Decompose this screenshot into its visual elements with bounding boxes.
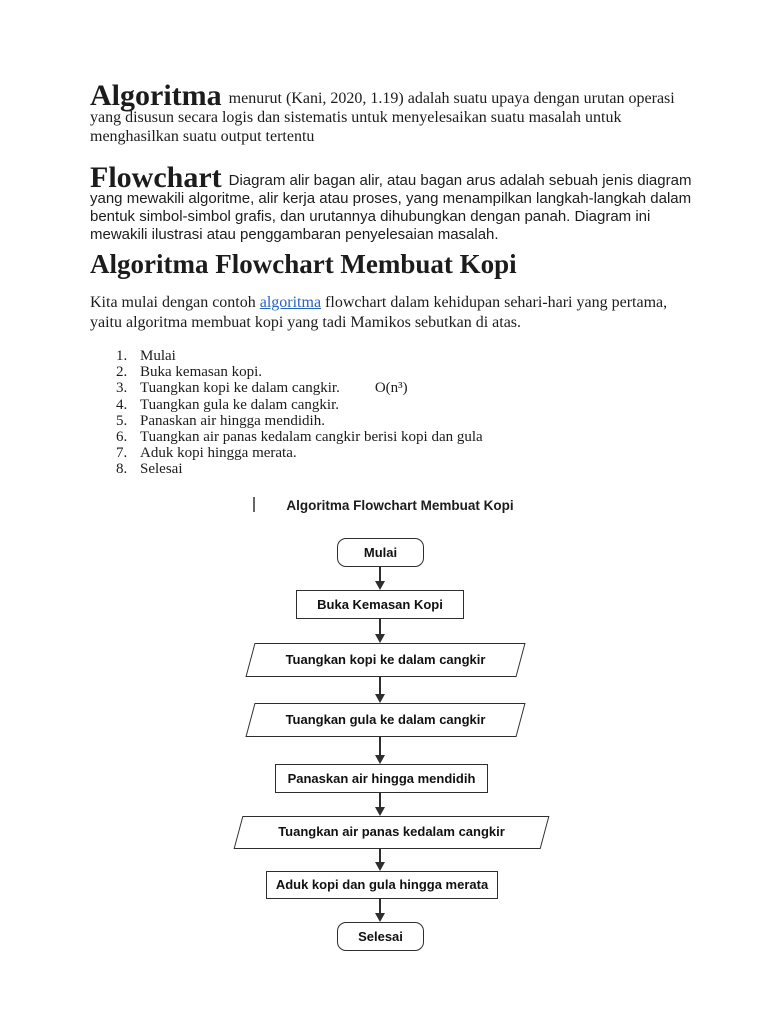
flowchart-title: Algoritma Flowchart Membuat Kopi [286,498,514,513]
node-label: Tuangkan kopi ke dalam cangkir [285,652,486,667]
flowchart-node-terminator-end: Selesai [337,922,424,951]
flowchart-node-process-aduk: Aduk kopi dan gula hingga merata [266,871,498,899]
node-label: Tuangkan air panas kedalam cangkir [278,824,505,839]
list-item: 4. Tuangkan gula ke dalam cangkir. [116,397,483,413]
intro-after-link: flowchart dalam kehidupan sehari-hari ya… [90,294,668,331]
arrow-down-icon [375,737,385,764]
step-number: 5. [116,412,128,429]
flowchart-node-terminator-start: Mulai [337,538,424,567]
node-label: Mulai [363,545,398,560]
heading-flowchart: Flowchart [90,161,222,194]
arrow-down-icon [375,677,385,703]
step-number: 3. [116,380,128,397]
step-number: 7. [116,445,128,462]
heading-algoritma: Algoritma [90,79,222,112]
list-item: 1. Mulai [116,348,483,364]
step-text: Tuangkan air panas kedalam cangkir beris… [140,429,483,446]
para-flowchart-text: Diagram alir bagan alir, atau bagan arus… [90,172,692,243]
list-item: 8. Selesai [116,461,483,477]
flowchart-node-process-panaskan: Panaskan air hingga mendidih [275,764,488,793]
arrow-down-icon [375,793,385,816]
intro-before-link: Kita mulai dengan contoh [90,294,260,311]
list-item: 2. Buka kemasan kopi. [116,364,483,380]
step-text: Panaskan air hingga mendidih. [140,412,325,429]
para-intro: Kita mulai dengan contoh algoritma flowc… [90,293,682,333]
step-text: Buka kemasan kopi. [140,364,263,381]
node-label: Selesai [358,929,403,944]
step-text: Tuangkan gula ke dalam cangkir. [140,396,339,413]
step-number: 2. [116,364,128,381]
step-number: 1. [116,348,128,364]
steps-list: 1. Mulai 2. Buka kemasan kopi. 3. Tuangkan … [116,348,483,478]
step-number: 6. [116,429,128,446]
arrow-down-icon [375,899,385,922]
node-label: Aduk kopi dan gula hingga merata [275,877,489,892]
section-heading-kopi: Algoritma Flowchart Membuat Kopi [90,249,517,279]
list-item: 5. Panaskan air hingga mendidih. [116,413,483,429]
arrow-down-icon [375,619,385,643]
list-item: 7. Aduk kopi hingga merata. [116,445,483,461]
flowchart-node-io-kopi: Tuangkan kopi ke dalam cangkir [245,643,526,677]
text-cursor [253,497,255,512]
step-number: 4. [116,396,128,413]
arrow-down-icon [375,849,385,871]
node-label: Tuangkan gula ke dalam cangkir [285,712,486,727]
step-text: Selesai [140,461,183,478]
list-item: 6. Tuangkan air panas kedalam cangkir ber… [116,429,483,445]
node-label: Panaskan air hingga mendidih [287,771,476,786]
list-item: 3. Tuangkan kopi ke dalam cangkir. O(n³) [116,380,483,396]
algoritma-link[interactable]: algoritma [259,294,322,311]
step-number: 8. [116,461,128,478]
step-text: Aduk kopi hingga merata. [140,445,297,462]
flowchart-node-process-buka: Buka Kemasan Kopi [296,590,464,619]
arrow-down-icon [375,567,385,590]
para-algoritma-text: menurut (Kani, 2020, 1.19) adalah suatu … [90,90,675,145]
flowchart-node-io-air-panas: Tuangkan air panas kedalam cangkir [233,816,550,849]
complexity-annotation: O(n³) [374,380,408,397]
step-text: Mulai [140,348,176,364]
node-label: Buka Kemasan Kopi [317,597,443,612]
flowchart-node-io-gula: Tuangkan gula ke dalam cangkir [245,703,526,737]
step-text: Tuangkan kopi ke dalam cangkir. [140,380,340,397]
